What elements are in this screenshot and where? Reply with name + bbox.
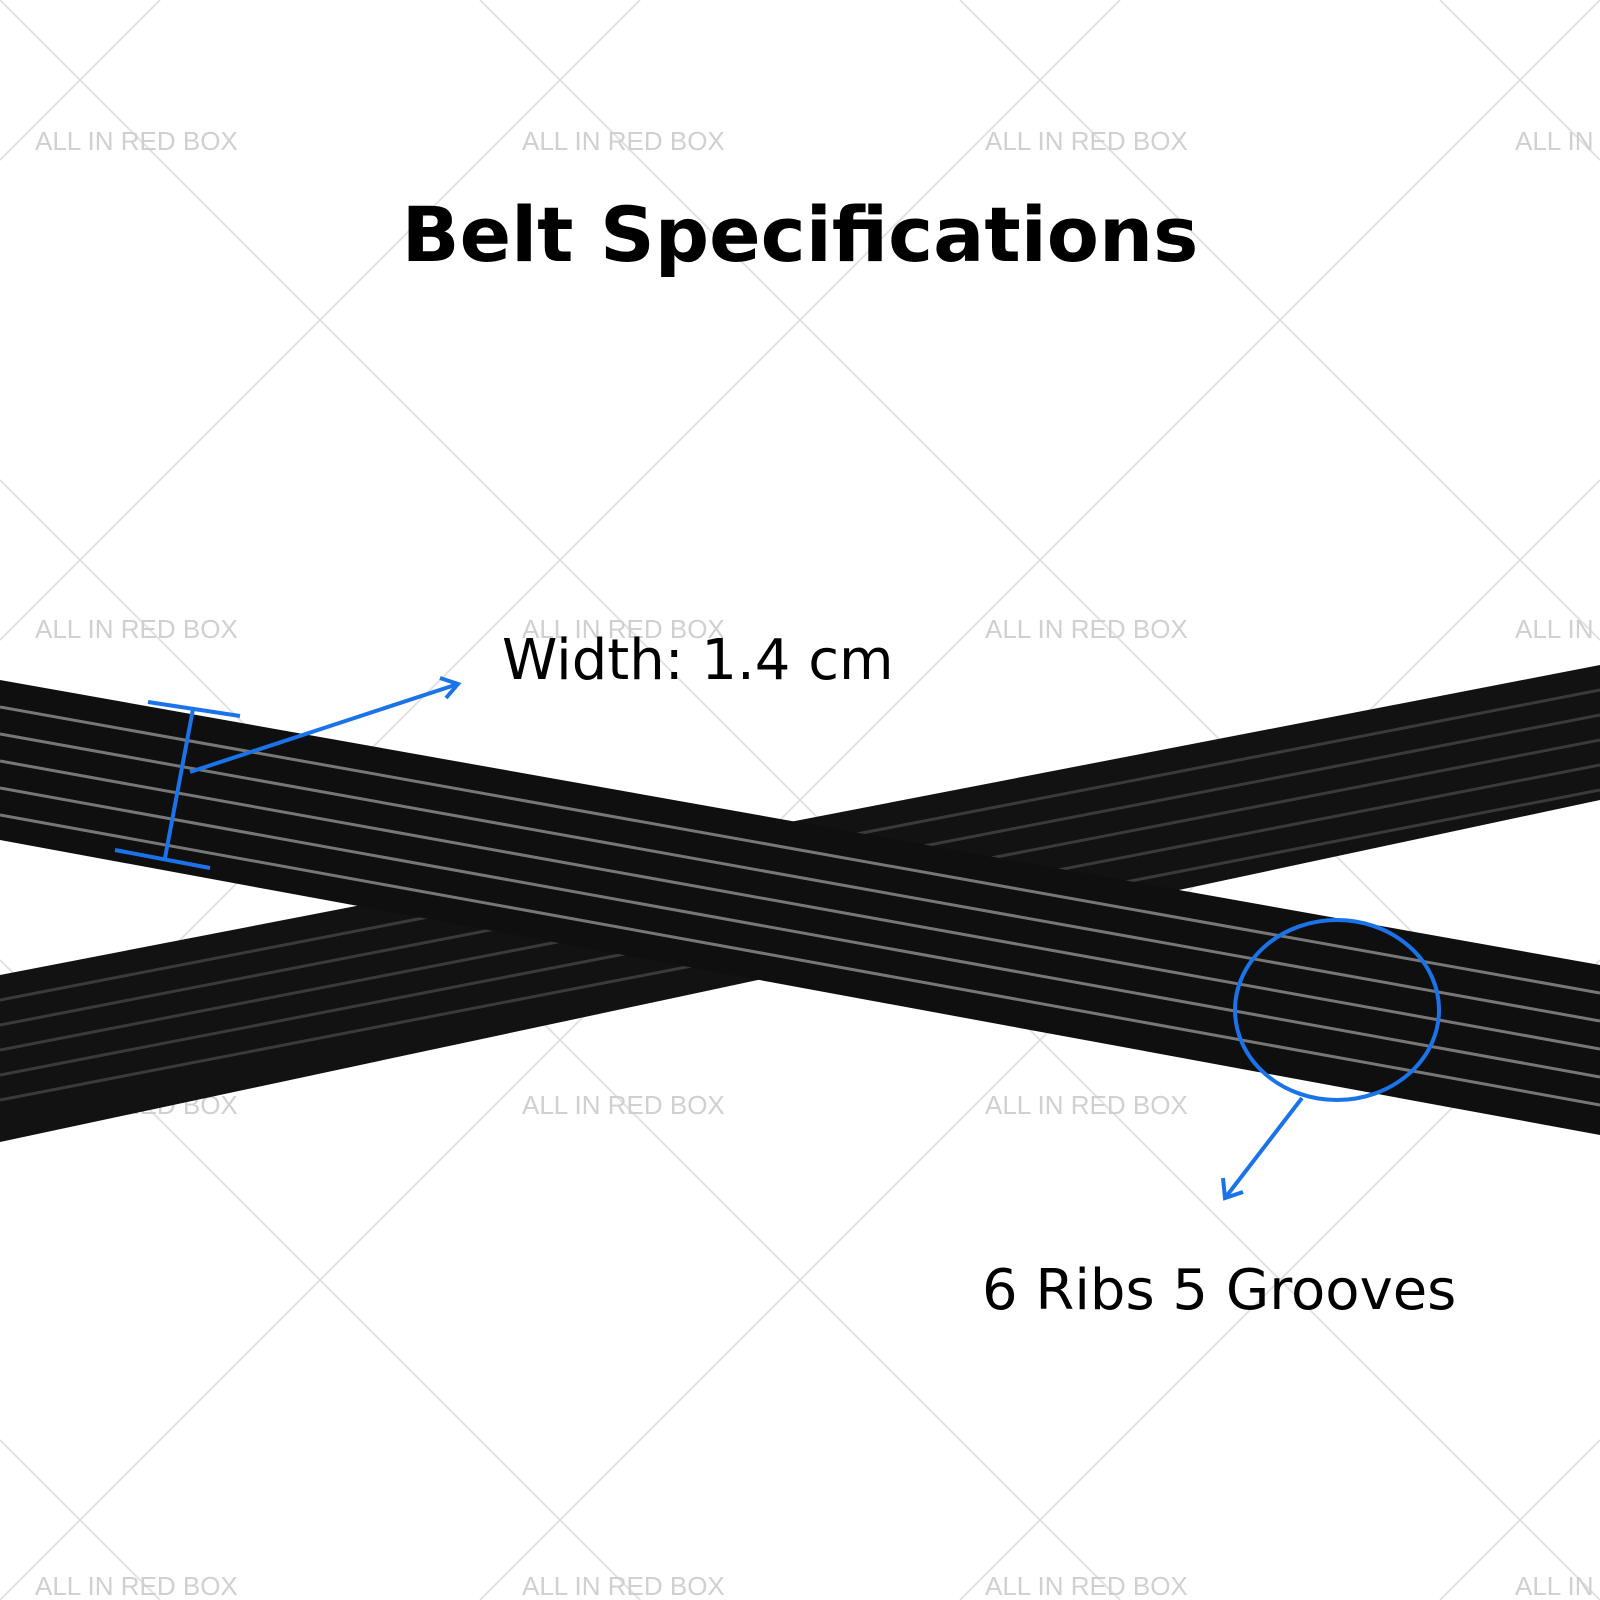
ribs-label: 6 Ribs 5 Grooves [982,1258,1457,1323]
svg-text:ALL IN RED BOX: ALL IN RED BOX [522,126,725,156]
svg-text:ALL IN RED BOX: ALL IN RED BOX [35,614,238,644]
svg-text:ALL IN: ALL IN [1515,614,1594,644]
svg-text:ALL IN RED BOX: ALL IN RED BOX [35,126,238,156]
ribs-callout-indicator [1221,918,1441,1201]
svg-text:ALL IN RED BOX: ALL IN RED BOX [522,1090,725,1120]
svg-text:ALL IN: ALL IN [1515,1571,1594,1600]
width-label: Width: 1.4 cm [502,628,894,693]
page-title: Belt Specifications [401,190,1199,279]
width-measure-indicator [114,676,462,870]
svg-text:ALL IN: ALL IN [1515,126,1594,156]
svg-text:ALL IN RED BOX: ALL IN RED BOX [35,1571,238,1600]
svg-text:ALL IN RED BOX: ALL IN RED BOX [985,1571,1188,1600]
svg-text:ALL IN RED BOX: ALL IN RED BOX [985,1090,1188,1120]
svg-text:ALL IN RED BOX: ALL IN RED BOX [985,126,1188,156]
svg-text:ALL IN RED BOX: ALL IN RED BOX [522,1571,725,1600]
belt-front [0,680,1600,1135]
svg-text:ALL IN RED BOX: ALL IN RED BOX [985,614,1188,644]
svg-text:ALL IN RED BOX: ALL IN RED BOX [522,614,725,644]
